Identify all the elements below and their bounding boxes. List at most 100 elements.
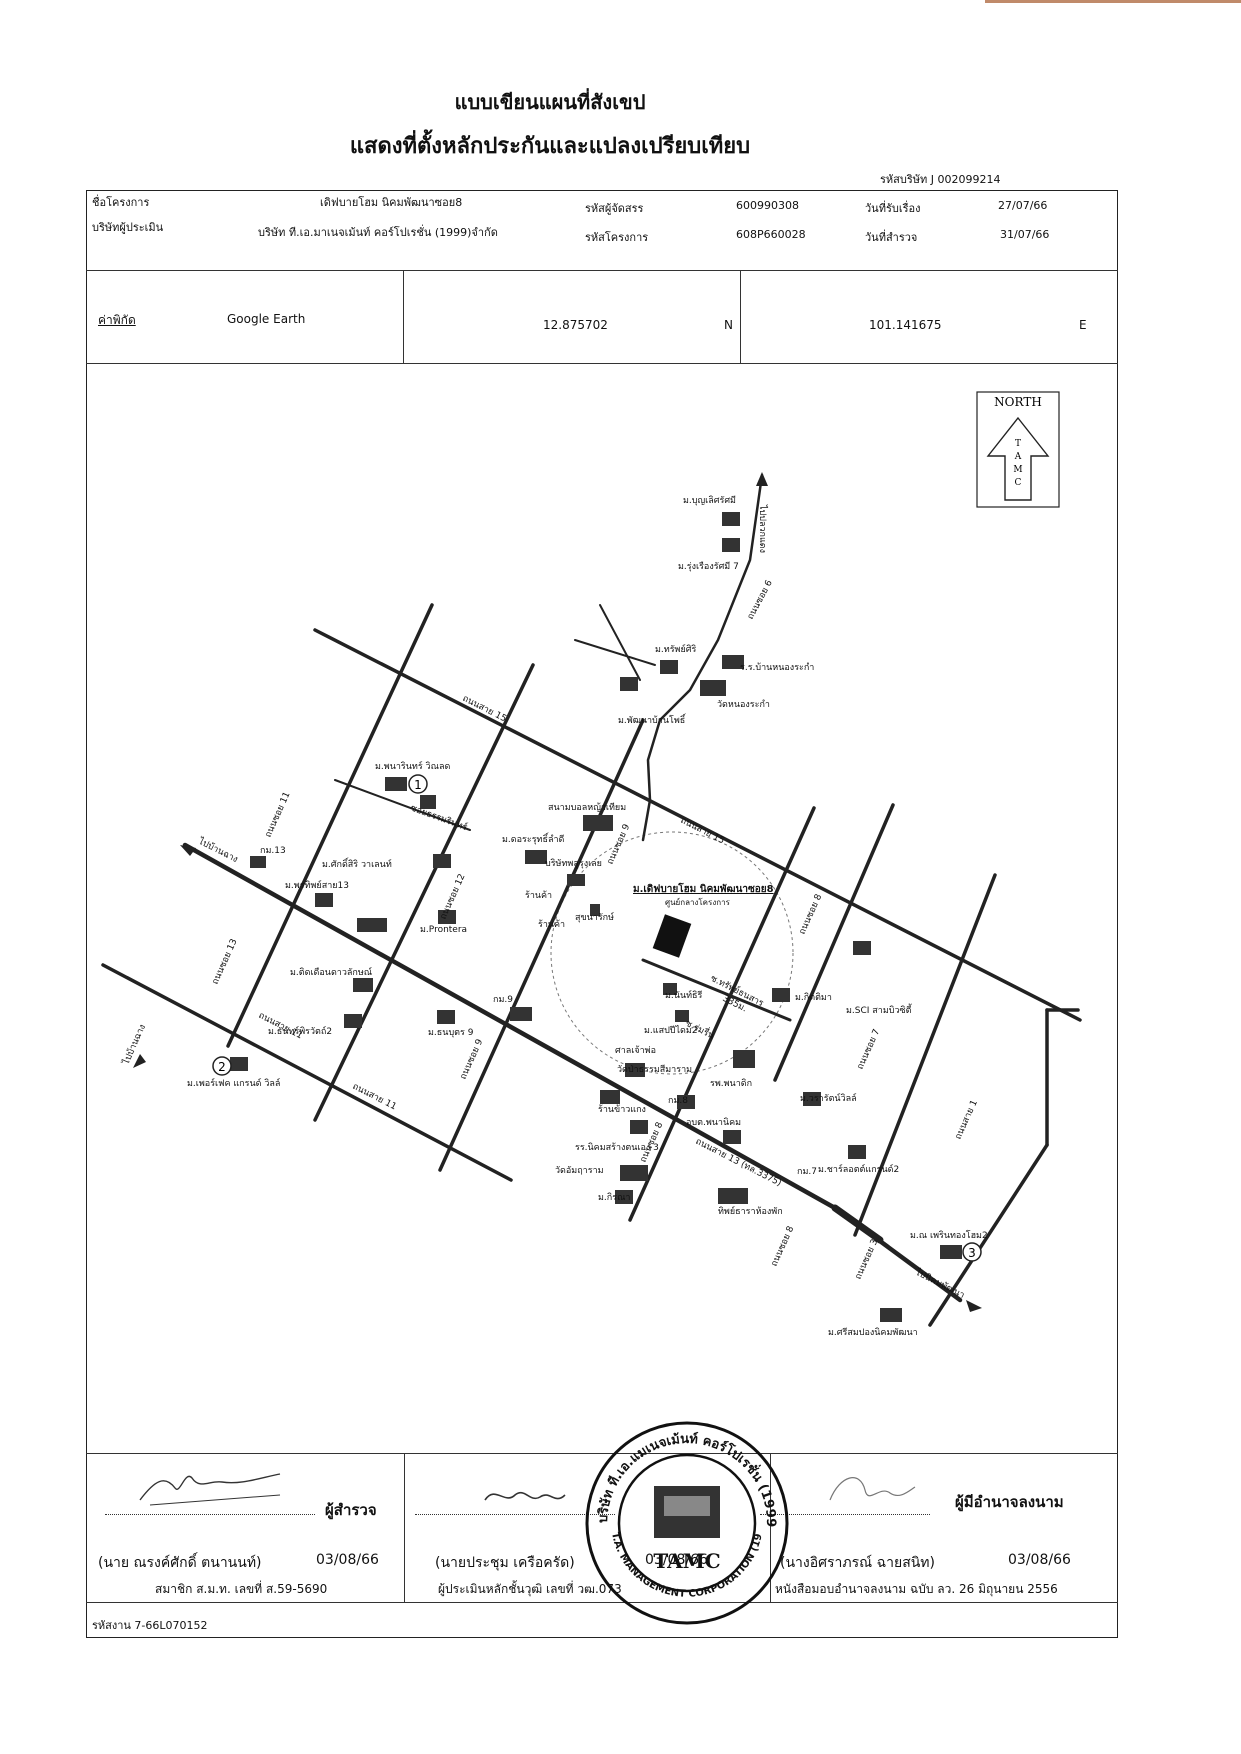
received-date-value: 27/07/66 [998, 199, 1048, 212]
road-branch2 [574, 639, 656, 666]
place-label: กม.9 [493, 995, 513, 1005]
place-label: ม.วรารัตน์วิลล์ [800, 1092, 857, 1104]
place-label: ม.ดอระรุทธิ์ลำดี [502, 832, 565, 845]
road-to-nikhom [832, 1205, 963, 1303]
house-icon [722, 655, 744, 669]
project-label: ชื่อโครงการ [92, 196, 150, 209]
place-label: กม.13 [260, 846, 286, 856]
house-icon [583, 815, 613, 831]
arrow-southwest [133, 1054, 146, 1068]
road-label: ถนนสาย 15 [679, 816, 726, 847]
house-icon [620, 677, 638, 691]
house-icon [590, 904, 600, 916]
house-icon [625, 1063, 645, 1077]
project-code-label: รหัสโครงการ [585, 231, 649, 244]
house-icon [567, 874, 585, 886]
signature-line [415, 1513, 615, 1515]
road-label: ถนนซอย 7 [856, 1028, 883, 1071]
place-label: ศูนย์กลางโครงการ [665, 897, 731, 908]
company-stamp: บริษัท ที.เอ.แมเนจเม้นท์ คอร์โปเรชั่น (1… [582, 1418, 789, 1625]
place-label: ม.บุญเลิศรัศมี [683, 495, 736, 506]
place-label: ม.รุ่งเรืองรัศมี 7 [678, 561, 739, 572]
stamp-brand: TAMC [653, 1549, 720, 1573]
place-label: ม.กิตติมา [795, 992, 832, 1003]
signature-line [760, 1513, 930, 1515]
place-label: รร.นิคมสร้างตนเอง 3 [575, 1142, 659, 1153]
road-label: ถนนซอย 8 [798, 893, 825, 937]
house-icon [880, 1308, 902, 1322]
house-icon [718, 1188, 748, 1204]
road-label: ถนนซอย 11 [264, 791, 293, 840]
house-icon [250, 856, 266, 868]
divider [86, 363, 1118, 364]
road-sai15 [313, 628, 1082, 1022]
place-label: สุขนารักษ์ [575, 911, 614, 923]
marker-3: 3 [968, 1246, 976, 1260]
place-label: ม.กิรณา [598, 1192, 630, 1203]
place-label: ม.Prontera [420, 925, 467, 935]
place-label: ม.ศรีสมปองนิคมพัฒนา [828, 1327, 918, 1338]
coord-source: Google Earth [227, 312, 306, 326]
house-icon [357, 918, 387, 932]
surveyor-member: สมาชิก ส.ม.ท. เลขที่ ส.59-5690 [155, 1582, 328, 1596]
place-label: สนามบอลหญ้าเทียม [548, 802, 626, 813]
place-label: รพ.พนาดิก [710, 1078, 752, 1089]
place-label: กม.8 [668, 1096, 688, 1106]
survey-date-label: วันที่สำรวจ [865, 231, 918, 244]
road-label: ถนนซอย 3 [854, 1238, 881, 1281]
place-label: ม.ชาร์ลอตต์แกรนด์2 [818, 1163, 899, 1175]
signer-name: (นางอิศราภรณ์ ฉายสนิท) [780, 1555, 935, 1571]
house-icon [630, 1120, 648, 1134]
appraiser-value: บริษัท ที.เอ.มาเนจเม้นท์ คอร์โปเรชั่น (1… [258, 226, 498, 239]
house-icons [230, 512, 962, 1322]
house-icon [940, 1245, 962, 1259]
place-label: วัดอัมฤาราม [555, 1166, 604, 1176]
radius-circle [550, 831, 794, 1075]
place-label: ม.พรทิพย์สาย13 [285, 879, 349, 891]
place-label: ม.ธนบุตร 9 [428, 1028, 474, 1038]
divider [770, 1453, 771, 1602]
house-icon [433, 854, 451, 868]
house-icon [525, 850, 547, 864]
footer-code: รหัสงาน 7-66L070152 [92, 1619, 208, 1632]
received-date-label: วันที่รับเรื่อง [865, 202, 921, 215]
signer-signature [829, 1477, 916, 1501]
house-icon [353, 978, 373, 992]
place-label: ทิพย์ธาราห้องพัก [718, 1205, 783, 1217]
place-label: ม.เพอร์เฟค แกรนด์ วิลล์ [187, 1077, 280, 1089]
markers: 1 2 3 [212, 774, 982, 1262]
place-label: ศาลเจ้าพ่อ [615, 1045, 656, 1056]
place-label: ม.ณ เพรินทองโฮม2 [910, 1230, 988, 1241]
signer-date: 03/08/66 [1008, 1552, 1071, 1568]
place-label: ร้านค้า [525, 890, 552, 901]
divider [86, 1602, 1118, 1603]
company-ref: รหัสบริษัท J 002099214 [880, 173, 1001, 186]
place-label: ม.แสปปีไดม2 [644, 1025, 698, 1036]
road-soi9 [438, 718, 645, 1172]
house-icon [420, 795, 436, 809]
house-icon [385, 777, 407, 791]
subject-label: ม.เดิฟบายโฮม นิคมพัฒนาซอย8 [633, 882, 774, 895]
road-sai11 [101, 963, 513, 1182]
road-arrows [133, 472, 982, 1312]
surveyor-signature [139, 1473, 281, 1506]
road-soi-subject [641, 958, 792, 1022]
house-icon [437, 1010, 455, 1024]
house-icon [723, 1130, 741, 1144]
house-icon [677, 1095, 695, 1109]
road-label: ถนนซอย 8 [770, 1225, 797, 1269]
divider [86, 270, 1118, 271]
house-icon [230, 1057, 248, 1071]
place-label: อบต.พนานิคม [686, 1117, 741, 1128]
developer-code-value: 600990308 [736, 199, 799, 212]
road-label: ถนนสาย 1 [954, 1099, 980, 1142]
house-icon [660, 660, 678, 674]
location-map: NORTH T A M C [101, 391, 1082, 1338]
house-icon [848, 1145, 866, 1159]
surveyor-name: (นาย ณรงค์ศักดิ์ ตนานนท์) [98, 1555, 262, 1571]
developer-code-label: รหัสผู้จัดสรร [585, 202, 644, 215]
appraiser-signature [484, 1491, 566, 1501]
coord-label: ค่าพิกัด [98, 313, 136, 327]
road-soi8 [628, 806, 816, 1222]
place-label: ม.พัฒนาบ้านโพธิ์ [618, 713, 687, 726]
